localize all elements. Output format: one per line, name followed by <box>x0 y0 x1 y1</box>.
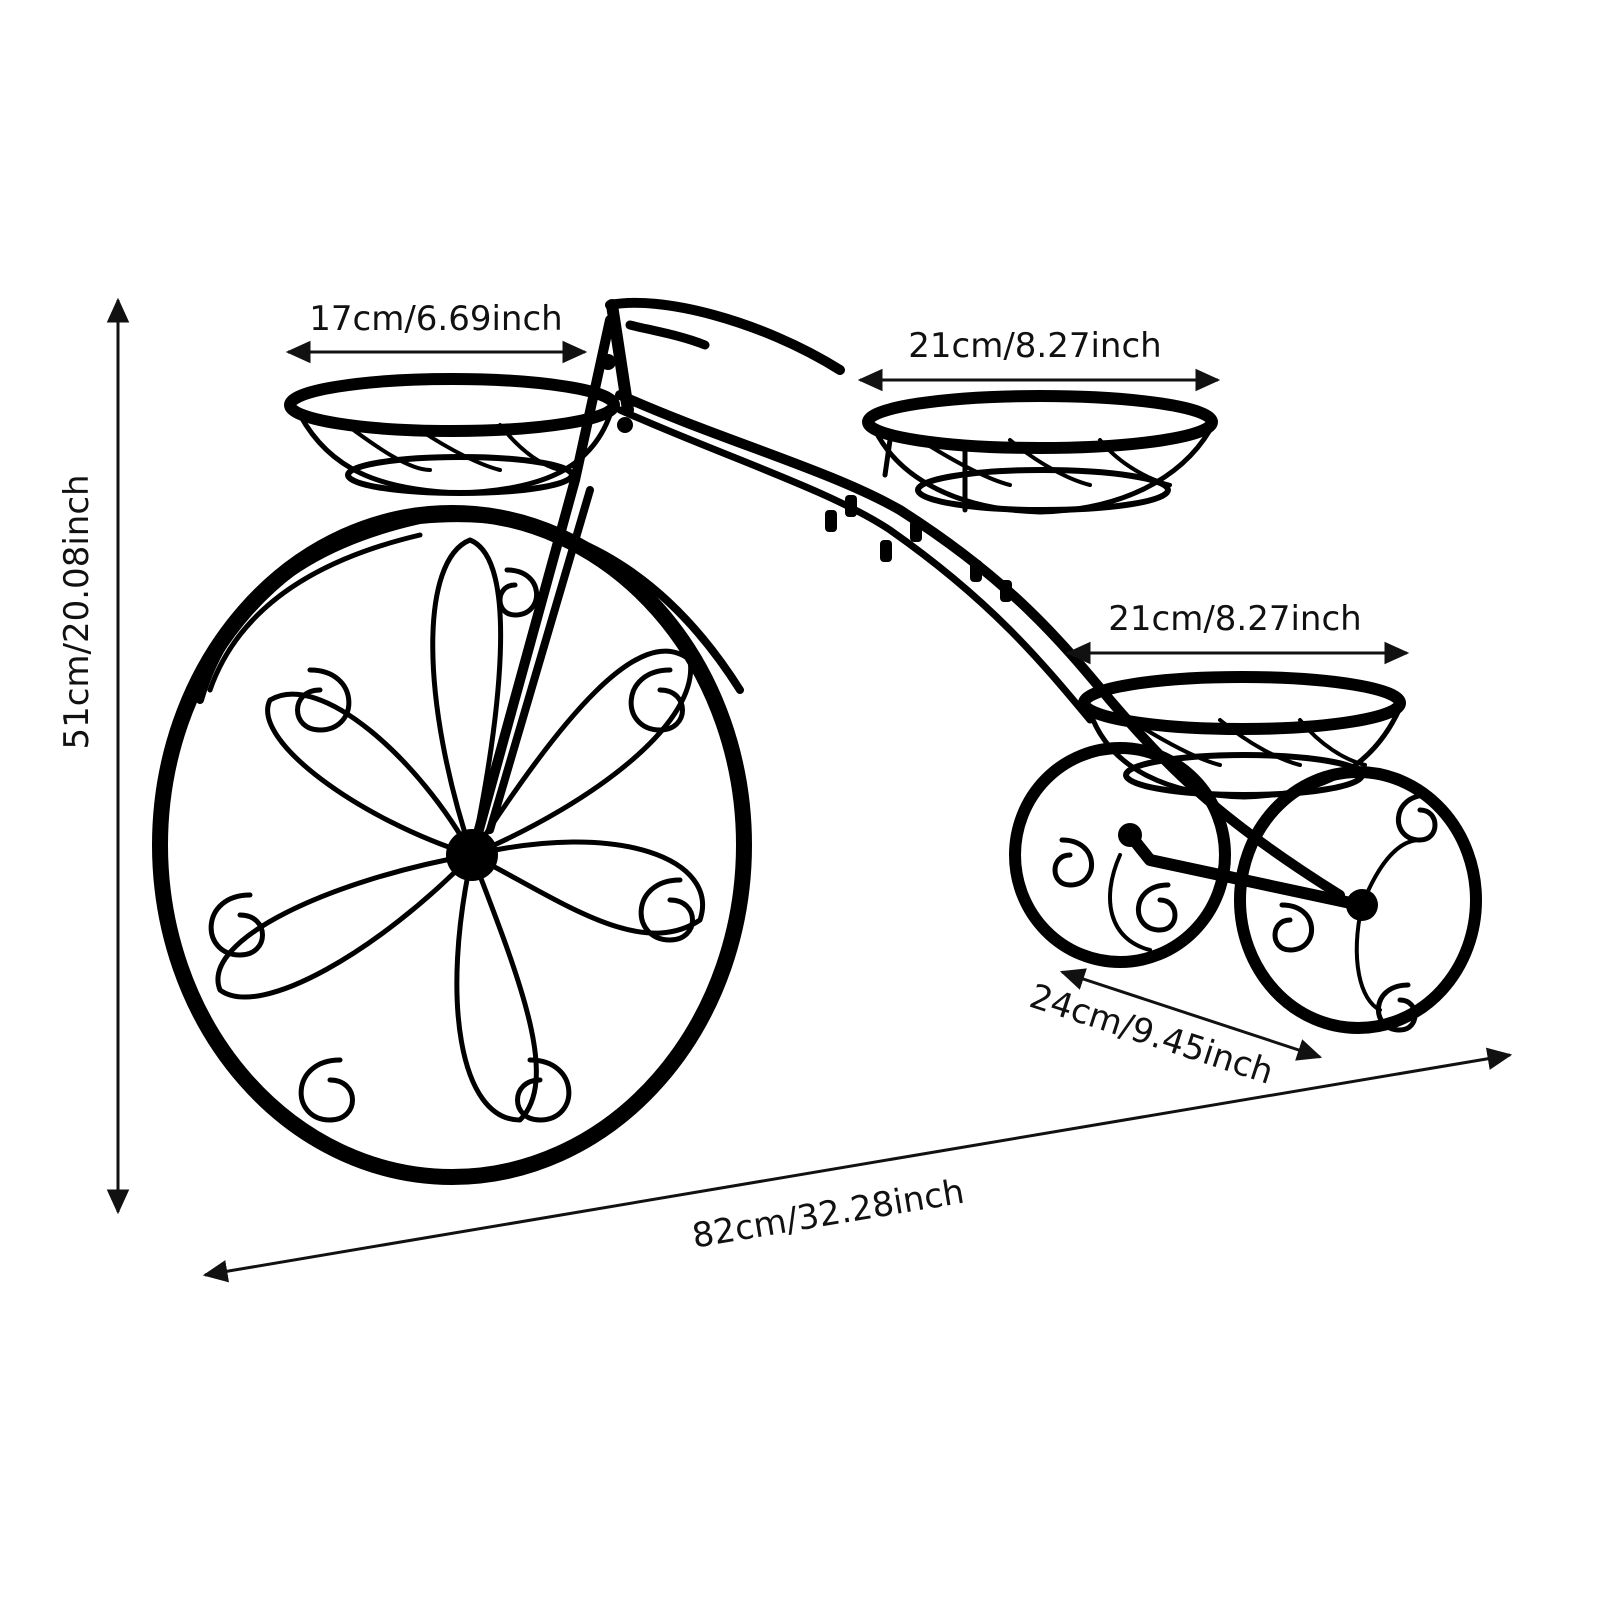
rear-wheel-left <box>1009 742 1231 968</box>
front-basket-label: 17cm/6.69inch <box>309 299 562 339</box>
middle-basket <box>862 390 1218 515</box>
middle-basket-dimension: 21cm/8.27inch <box>857 326 1221 392</box>
rear-basket-label: 21cm/8.27inch <box>1108 599 1361 639</box>
overall-length-label: 82cm/32.28inch <box>689 1172 967 1257</box>
rear-basket-dimension: 21cm/8.27inch <box>1065 599 1410 665</box>
rear-axle-label: 24cm/9.45inch <box>1025 976 1278 1092</box>
middle-basket-label: 21cm/8.27inch <box>908 326 1161 366</box>
tricycle-plant-stand-icon <box>152 297 1482 1185</box>
rear-wheel-right <box>1234 766 1482 1034</box>
front-basket-dimension: 17cm/6.69inch <box>285 299 588 364</box>
front-wheel <box>152 505 752 1185</box>
height-dimension: 51cm/20.08inch <box>57 297 130 1215</box>
height-label: 51cm/20.08inch <box>57 474 97 749</box>
front-basket <box>284 373 620 496</box>
rear-basket <box>1078 671 1406 800</box>
